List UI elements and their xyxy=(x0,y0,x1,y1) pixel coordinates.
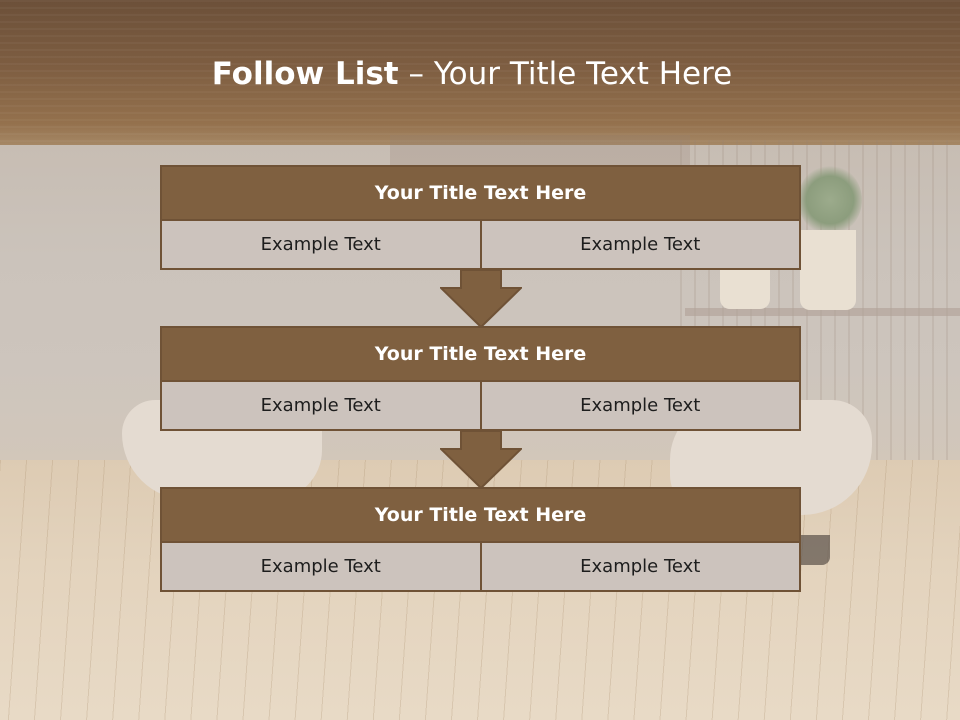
step-title: Your Title Text Here xyxy=(160,487,801,543)
step-cell-left: Example Text xyxy=(162,221,480,268)
vase xyxy=(800,230,856,310)
slide-title-bold: Follow List xyxy=(211,56,399,92)
step-cell-left: Example Text xyxy=(162,382,480,429)
slide-title: Follow List – Your Title Text Here xyxy=(0,56,944,92)
step-row: Example Text Example Text xyxy=(160,382,801,431)
slide-title-rest: – Your Title Text Here xyxy=(398,56,733,92)
step-2: Your Title Text Here Example Text Exampl… xyxy=(160,326,801,431)
down-arrow-icon xyxy=(440,431,522,489)
step-cell-right: Example Text xyxy=(479,221,799,268)
down-arrow-icon xyxy=(440,270,522,328)
vase xyxy=(720,265,770,309)
step-cell-right: Example Text xyxy=(479,543,799,590)
step-cell-right: Example Text xyxy=(479,382,799,429)
step-3: Your Title Text Here Example Text Exampl… xyxy=(160,487,801,592)
step-1: Your Title Text Here Example Text Exampl… xyxy=(160,165,801,270)
shelf xyxy=(685,308,960,316)
plant xyxy=(798,165,862,235)
step-row: Example Text Example Text xyxy=(160,221,801,270)
ceiling-band xyxy=(0,0,960,145)
step-title: Your Title Text Here xyxy=(160,165,801,221)
step-cell-left: Example Text xyxy=(162,543,480,590)
step-title: Your Title Text Here xyxy=(160,326,801,382)
step-row: Example Text Example Text xyxy=(160,543,801,592)
